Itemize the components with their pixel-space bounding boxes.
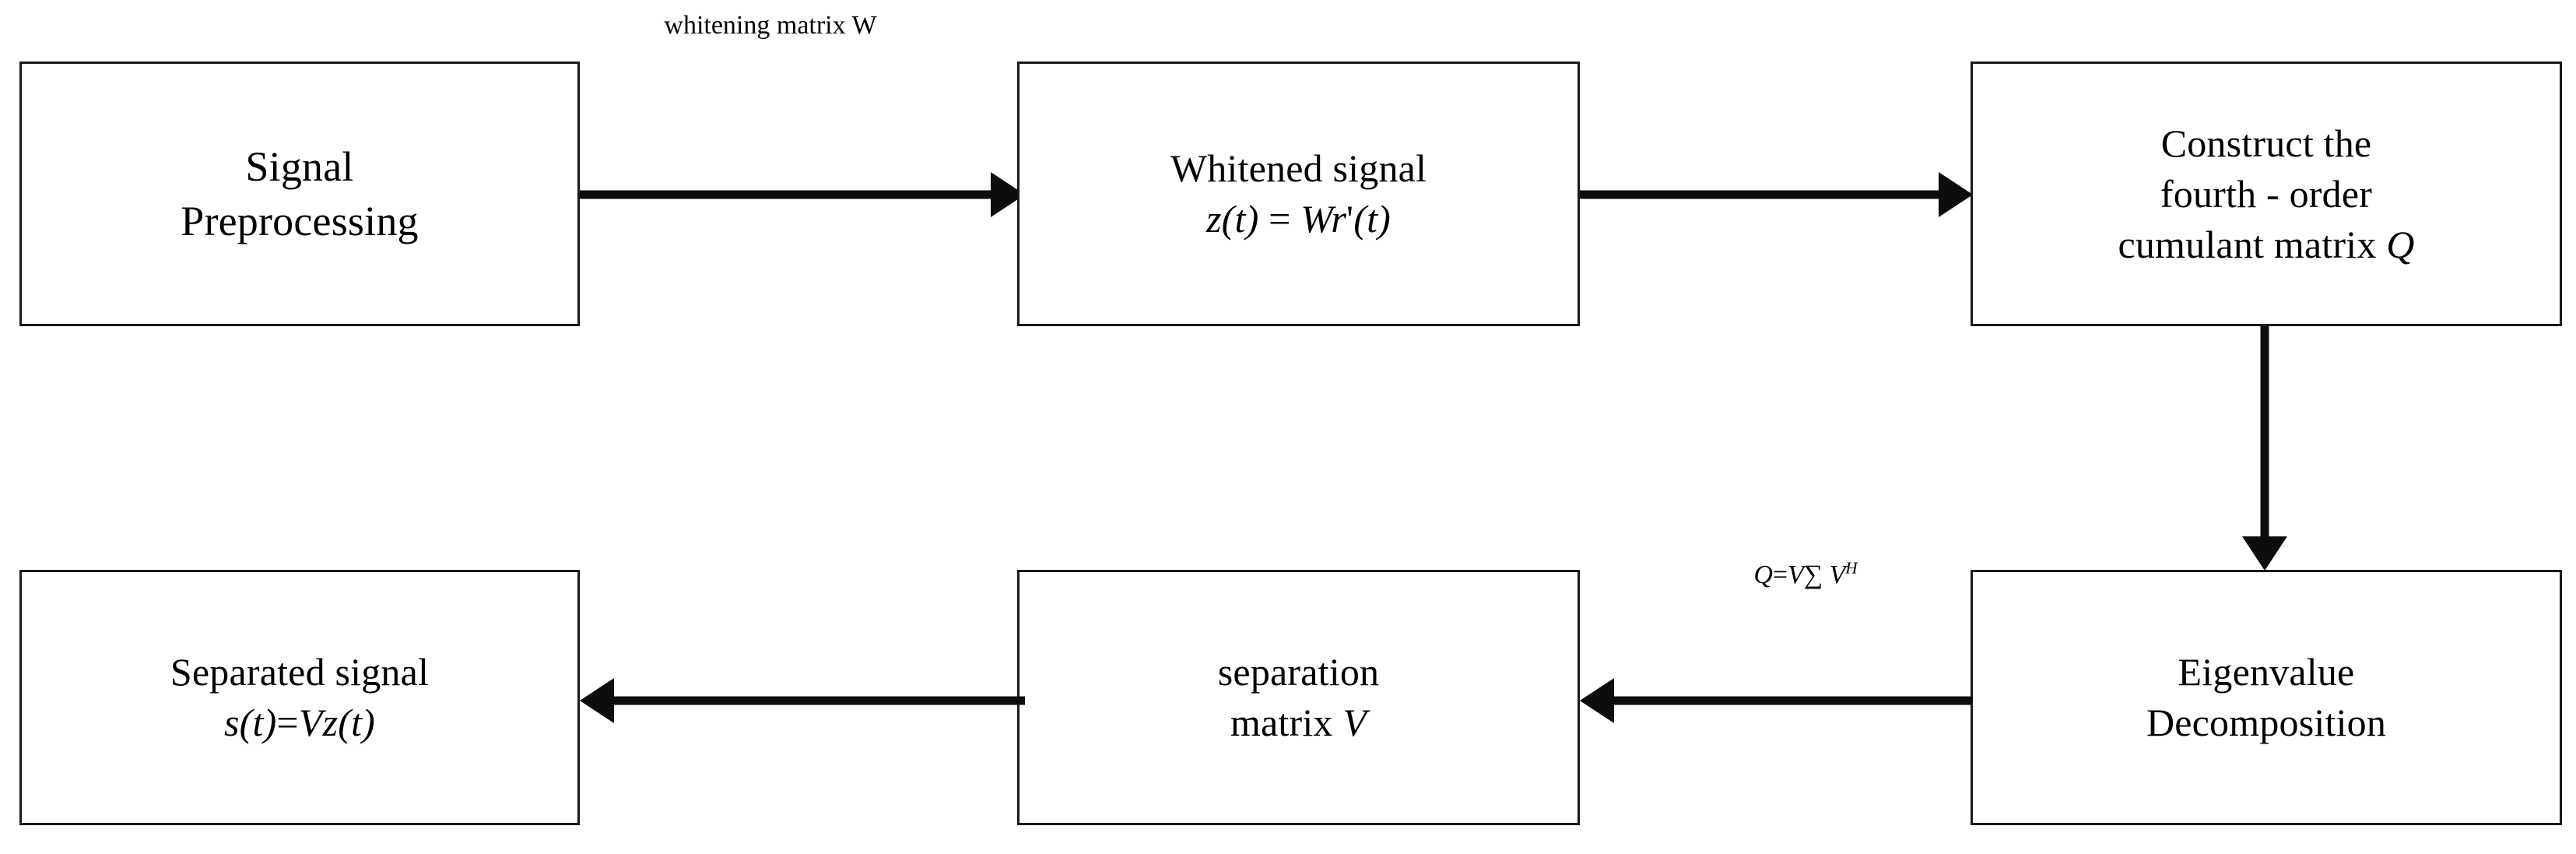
separated-formula-rhs: Vz [298, 701, 339, 744]
node-whitened-signal[interactable]: Whitened signal z(t) = Wr'(t) [1017, 62, 1580, 326]
node-eigenvalue-decomposition[interactable]: Eigenvalue Decomposition [1971, 570, 2562, 825]
node-separated-signal-line-1: Separated signal [170, 650, 430, 694]
separated-formula-eq: = [276, 701, 299, 744]
eigen-eq-superscript-h: H [1845, 558, 1858, 578]
node-signal-preprocessing-line-2: Preprocessing [181, 198, 419, 244]
connector-preprocessing-to-whitened [580, 167, 1025, 222]
node-separation-line-2-text: matrix [1230, 701, 1343, 744]
node-cumulant-symbol-q: Q [2386, 222, 2415, 266]
node-cumulant-line-1: Construct the [2160, 121, 2372, 165]
eigen-eq-lhs: Q [1753, 561, 1773, 589]
formula-arg2: (t) [1353, 197, 1392, 241]
connector-eigenvalue-to-separation [1580, 673, 1973, 728]
node-signal-preprocessing-line-1: Signal [245, 142, 354, 190]
formula-prime: ' [1346, 197, 1354, 241]
node-cumulant-line-2: fourth - order [2160, 171, 2373, 216]
connector-whitened-to-cumulant [1580, 167, 1973, 222]
connector-separation-to-separated [580, 673, 1025, 728]
node-eigenvalue-line-2: Decomposition [2146, 701, 2387, 744]
edge-label-whitening-line-2: matrix W [776, 11, 877, 40]
node-cumulant-line-3: cumulant matrix Q [2118, 220, 2414, 270]
edge-label-whitening-line-1: whitening [664, 11, 770, 40]
node-separation-matrix[interactable]: separation matrix V [1017, 570, 1580, 825]
formula-arg1: (t) [1221, 197, 1259, 241]
node-eigenvalue-line-1: Eigenvalue [2178, 650, 2355, 694]
node-whitened-signal-formula: z(t) = Wr'(t) [1206, 194, 1391, 244]
node-separated-signal-formula: s(t)=Vz(t) [224, 698, 375, 748]
node-construct-cumulant-matrix[interactable]: Construct the fourth - order cumulant ma… [1971, 62, 2562, 326]
eigen-eq-v1: V [1788, 561, 1804, 589]
formula-eq: = [1258, 197, 1301, 241]
edge-label-whitening-matrix: whitening matrix W [615, 9, 926, 41]
node-cumulant-line-3-text: cumulant matrix [2118, 222, 2387, 266]
separated-formula-lhs: s [223, 701, 240, 744]
node-whitened-signal-line-1: Whitened signal [1170, 146, 1427, 190]
edge-label-eigen-equation-text: Q=V∑ VH [1753, 558, 1858, 589]
eigen-eq-equals: = [1772, 561, 1788, 589]
node-separation-symbol-v: V [1342, 701, 1367, 744]
formula-rhs: Wr [1300, 197, 1346, 241]
node-separation-line-2: matrix V [1230, 698, 1367, 748]
node-separated-signal[interactable]: Separated signal s(t)=Vz(t) [19, 570, 580, 825]
separated-formula-arg1: (t) [239, 701, 277, 744]
eigen-eq-sigma: ∑ [1803, 561, 1830, 589]
formula-lhs: z [1206, 197, 1222, 241]
node-separation-line-1: separation [1217, 650, 1380, 694]
eigen-eq-v2: V [1829, 561, 1846, 589]
node-signal-preprocessing[interactable]: Signal Preprocessing [19, 62, 580, 326]
separated-formula-arg2: (t) [338, 701, 376, 744]
edge-label-eigen-equation: Q=V∑ VH [1650, 559, 1961, 591]
connector-cumulant-to-eigenvalue [2237, 326, 2292, 571]
